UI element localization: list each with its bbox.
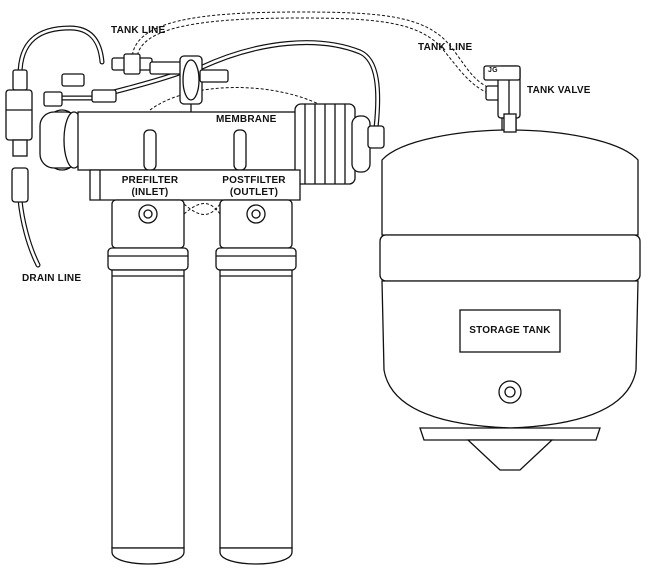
membrane-label: MEMBRANE bbox=[216, 114, 277, 125]
membrane-housing bbox=[39, 103, 385, 185]
prefilter-label: PREFILTER (INLET) bbox=[114, 175, 186, 199]
tank-valve-label: TANK VALVE bbox=[527, 85, 591, 96]
drain-line-label: DRAIN LINE bbox=[22, 273, 82, 284]
prefilter-housing bbox=[107, 199, 189, 565]
postfilter-housing bbox=[215, 199, 297, 565]
prefilter-label-line1: PREFILTER bbox=[121, 175, 179, 186]
postfilter-label: POSTFILTER (OUTLET) bbox=[214, 175, 294, 199]
drain-fitting bbox=[5, 69, 63, 203]
storage-tank-label: STORAGE TANK bbox=[469, 325, 551, 336]
flow-restrictor bbox=[179, 55, 229, 118]
postfilter-label-line2: (OUTLET) bbox=[229, 187, 279, 198]
internal-flow-dashed bbox=[183, 203, 221, 215]
tank-line-right-label: TANK LINE bbox=[418, 42, 473, 53]
postfilter-label-line1: POSTFILTER bbox=[222, 175, 286, 186]
filter-head bbox=[89, 169, 301, 201]
valve-logo-text: JG bbox=[488, 67, 498, 74]
tank-line-top-label: TANK LINE bbox=[111, 25, 166, 36]
prefilter-label-line2: (INLET) bbox=[131, 187, 169, 198]
storage-tank bbox=[379, 113, 641, 471]
